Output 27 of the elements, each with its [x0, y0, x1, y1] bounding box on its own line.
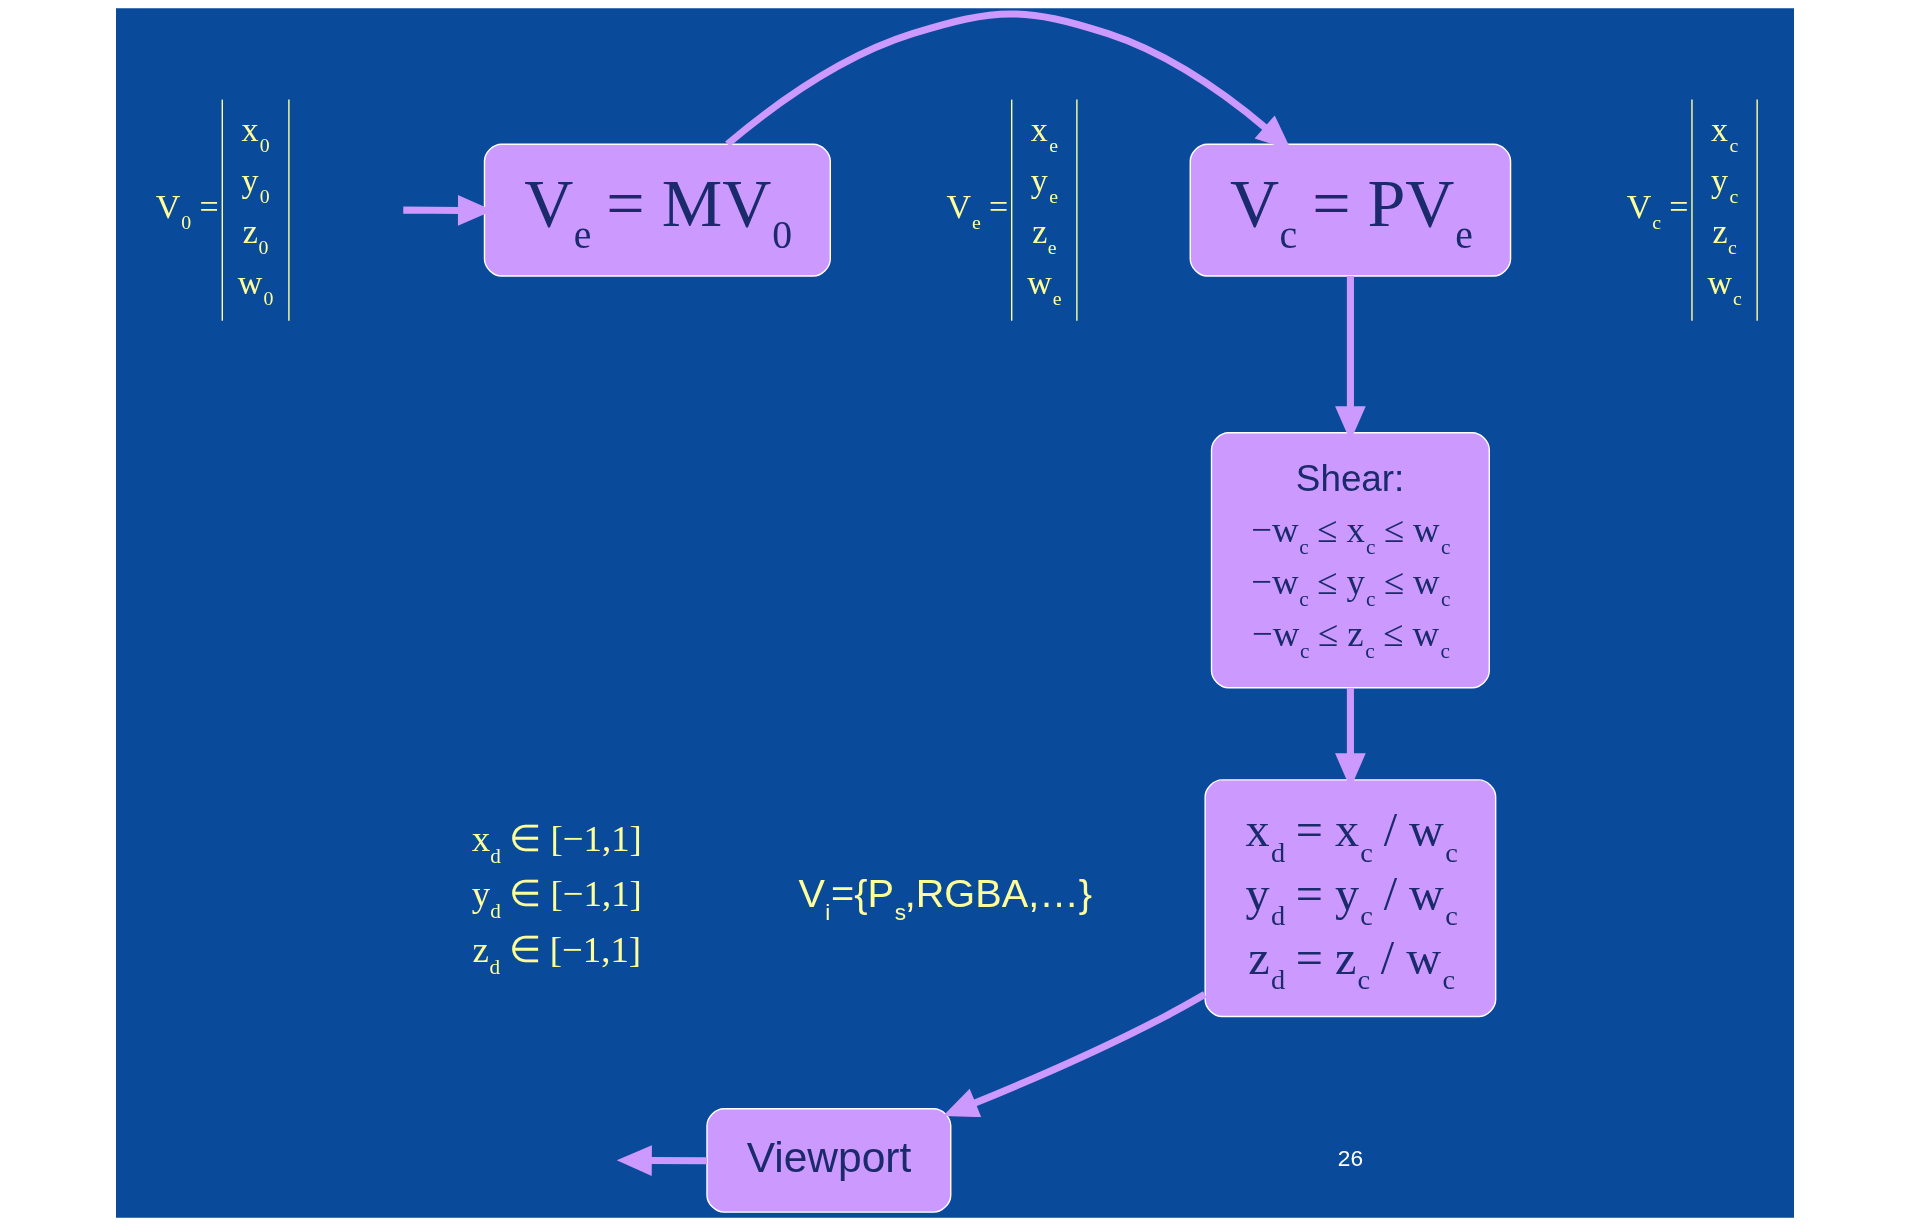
- label: y$_{0}$: [240, 162, 270, 208]
- label: V$_{i}$={P$_{s}$,RGBA,…}: [797, 870, 1092, 925]
- label: z$_{e}$: [1031, 213, 1057, 259]
- label: V$_{e}$ =: [946, 187, 1008, 233]
- node-box: Shear: −w$_{c}$ ≤ x$_{c}$ ≤ w$_{c}$ −w$_{c}$ ≤ y$_{c}$ ≤ w$_{c}$ −w$_{c}$ ≤ z$_{c}$ ≤ w$_{c}$: [1210, 431, 1490, 689]
- label: w$_{0}$: [237, 264, 273, 310]
- node-box: Viewport: [705, 1108, 951, 1213]
- label: y$_{d}$ ∈ [−1,1]: [471, 873, 642, 924]
- node-box: x$_{d}$ = x$_{c}$ / w$_{c}$ y$_{d}$ = y$_{c}$ / w$_{c}$ z$_{d}$ = z$_{c}$ / w$_{c}$: [1203, 779, 1496, 1018]
- label: y$_{e}$: [1030, 162, 1058, 208]
- label: z$_{c}$: [1712, 213, 1737, 259]
- label: y$_{c}$: [1710, 162, 1738, 208]
- arrow: [942, 991, 1207, 1118]
- node-box: V$_{c}$ = PV$_{e}$: [1189, 143, 1511, 277]
- label: x$_{e}$: [1030, 111, 1058, 157]
- label: z$_{0}$: [242, 213, 268, 259]
- label: x$_{0}$: [240, 111, 270, 157]
- label: w$_{c}$: [1707, 264, 1742, 310]
- label: x$_{c}$: [1710, 111, 1738, 157]
- label: V$_{c}$ =: [1626, 187, 1688, 233]
- arrow: [616, 1145, 707, 1176]
- node-box: V$_{e}$ = MV$_{0}$: [483, 143, 831, 277]
- label: 26: [1337, 1144, 1363, 1171]
- label: z$_{d}$ ∈ [−1,1]: [471, 928, 641, 979]
- label: x$_{d}$ ∈ [−1,1]: [471, 818, 642, 869]
- label: V$_{0}$ =: [155, 187, 219, 233]
- label: w$_{e}$: [1026, 264, 1062, 310]
